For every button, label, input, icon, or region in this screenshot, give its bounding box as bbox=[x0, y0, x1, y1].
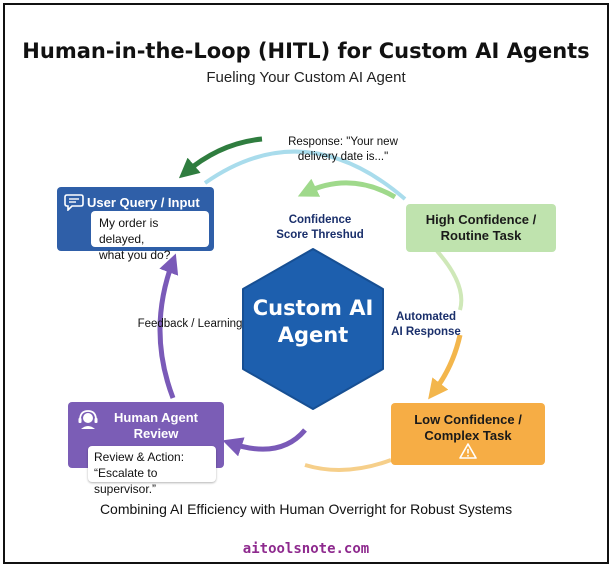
flow-arrows bbox=[157, 136, 464, 472]
user-query-bubble-line1: My order is delayed, bbox=[99, 216, 159, 246]
automated-label: Automated AI Response bbox=[383, 310, 469, 340]
automated-arrow bbox=[428, 334, 463, 400]
brand-watermark: aitoolsnote.com bbox=[242, 541, 370, 557]
response-label-line2: delivery date is..." bbox=[297, 151, 389, 163]
diagram-subtitle: Fueling Your Custom AI Agent bbox=[206, 69, 406, 86]
low-confidence-node: Low Confidence / Complex Task bbox=[391, 403, 545, 465]
diagram-title: Human-in-the-Loop (HITL) for Custom AI A… bbox=[22, 39, 590, 63]
human-review-title-line2: Review bbox=[133, 426, 179, 441]
center-label-line1: Custom AI bbox=[252, 296, 374, 320]
low-confidence-title: Low Confidence / Complex Task bbox=[391, 412, 545, 444]
confidence-label: Confidence Score Threshud bbox=[255, 213, 385, 243]
light-blue-arc bbox=[203, 149, 407, 201]
center-label: Custom AI Agent bbox=[239, 295, 387, 349]
diagram-caption: Combining AI Efficiency with Human Overr… bbox=[99, 501, 513, 517]
human-review-node: Human Agent Review Review & Action: “Esc… bbox=[68, 402, 224, 496]
headset-icon bbox=[78, 410, 98, 429]
user-query-node: User Query / Input My order is delayed, … bbox=[57, 187, 214, 262]
human-review-bubble-line2: “Escalate to supervisor.” bbox=[94, 466, 158, 496]
low-confidence-title-line2: Complex Task bbox=[424, 428, 512, 443]
human-review-title: Human Agent Review bbox=[106, 410, 206, 442]
confidence-label-line2: Score Threshud bbox=[276, 229, 364, 241]
automated-label-line1: Automated bbox=[395, 311, 457, 323]
feedback-label: Feedback / Learning bbox=[137, 318, 243, 330]
diagram-frame: Human-in-the-Loop (HITL) for Custom AI A… bbox=[3, 3, 609, 564]
high-confidence-title-line1: High Confidence / bbox=[425, 212, 537, 227]
high-confidence-title: High Confidence / Routine Task bbox=[406, 212, 556, 244]
human-review-bubble: Review & Action: “Escalate to supervisor… bbox=[88, 446, 216, 496]
high-confidence-node: High Confidence / Routine Task bbox=[406, 204, 556, 252]
human-review-bubble-line1: Review & Action: bbox=[94, 450, 185, 464]
user-query-bubble: My order is delayed, what you do? bbox=[91, 211, 209, 262]
response-label: Response: "Your new delivery date is..." bbox=[267, 135, 419, 165]
feedback-arrow bbox=[157, 253, 179, 399]
bottom-arc bbox=[304, 458, 392, 472]
hexagon-shape bbox=[242, 248, 384, 410]
escalate-arrow bbox=[222, 428, 307, 457]
low-confidence-title-line1: Low Confidence / bbox=[414, 412, 522, 427]
user-query-title: User Query / Input bbox=[87, 195, 200, 210]
high-confidence-title-line2: Routine Task bbox=[440, 228, 522, 243]
warning-icon bbox=[459, 443, 477, 459]
automated-label-line2: AI Response bbox=[391, 326, 461, 338]
response-arrow bbox=[178, 136, 263, 179]
confidence-arrow bbox=[297, 178, 397, 200]
response-label-line1: Response: "Your new bbox=[288, 136, 398, 148]
confidence-label-line1: Confidence bbox=[288, 214, 352, 226]
center-label-line2: Agent bbox=[277, 323, 349, 347]
user-query-bubble-line2: what you do? bbox=[99, 248, 171, 262]
chat-icon bbox=[64, 194, 84, 211]
right-arc-green bbox=[435, 249, 464, 311]
center-hexagon: Custom AI Agent bbox=[239, 245, 387, 413]
human-review-title-line1: Human Agent bbox=[113, 410, 199, 425]
